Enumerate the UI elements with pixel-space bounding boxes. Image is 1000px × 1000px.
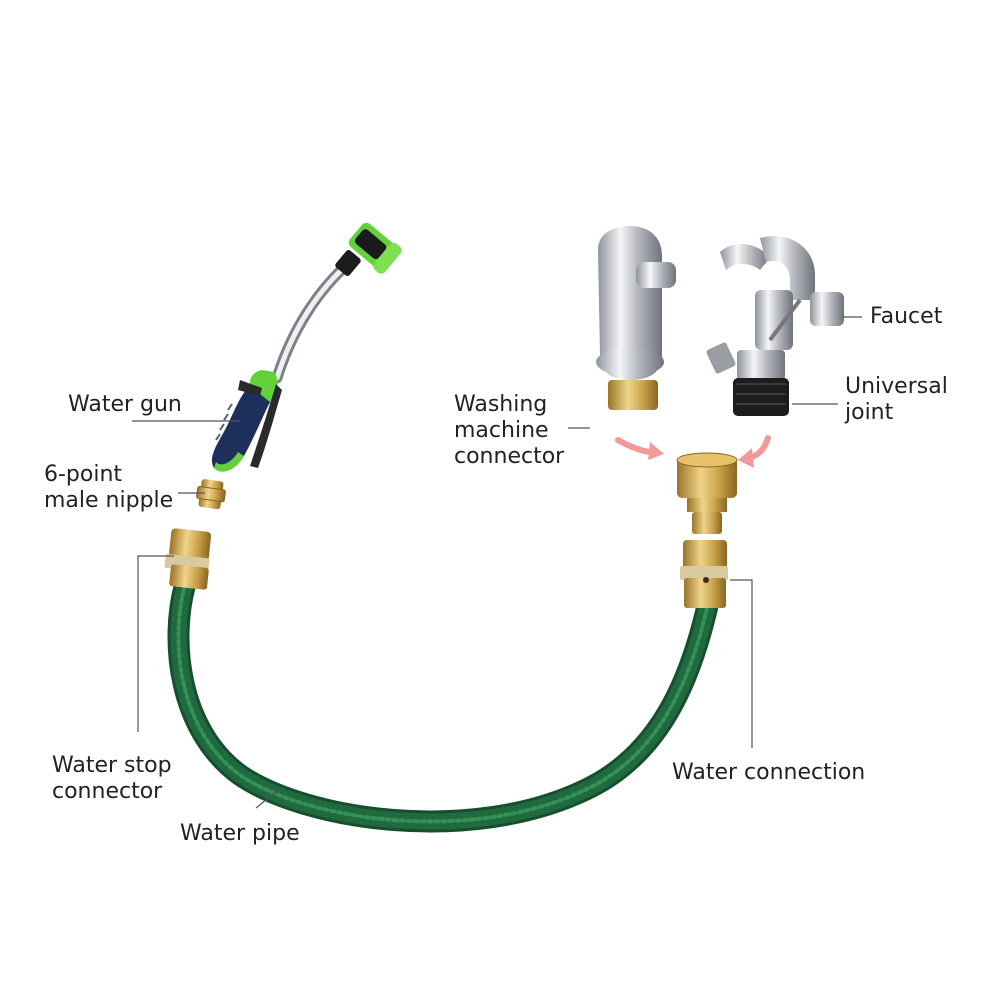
spray-nozzle-head [348,222,402,274]
water-pipe-hose [167,574,718,833]
arrow-right-to-connector [738,435,771,468]
leader-water-connection [730,579,753,748]
leader-water-pipe [255,789,279,809]
faucet-with-universal-joint [706,236,844,416]
water-stop-connector-fitting [164,528,212,590]
water-gun [211,222,402,472]
label-water-stop-line1: Water stop [52,753,172,778]
leader-water-stop [137,555,174,732]
label-washing-line1: Washing [454,392,548,417]
water-gun-handle [211,370,282,472]
arrow-left-to-connector [615,437,664,460]
brass-tap-adapter [676,452,738,534]
label-water-connection: Water connection [672,760,866,785]
label-universal-line2: joint [845,400,894,425]
label-washing-machine-connector: Washing machine connector [454,392,564,470]
label-water-stop-line2: connector [52,779,163,804]
label-washing-line2: machine [454,418,549,443]
label-water-stop-connector: Water stop connector [52,753,172,805]
label-universal-joint: Universal joint [845,374,948,426]
trigger-lever [250,384,282,468]
water-connection-fitting [680,540,728,608]
male-nipple-fitting [196,479,226,510]
label-water-gun: Water gun [68,392,182,417]
label-water-pipe: Water pipe [180,821,300,846]
label-faucet: Faucet [870,304,943,329]
washing-machine-tap [596,226,676,410]
label-male-nipple-line1: 6-point [44,462,123,487]
label-male-nipple: 6-point male nipple [44,462,173,514]
label-male-nipple-line2: male nipple [44,488,174,513]
water-gun-rod [271,256,356,384]
label-universal-line1: Universal [845,374,948,399]
label-washing-line3: connector [454,444,565,469]
